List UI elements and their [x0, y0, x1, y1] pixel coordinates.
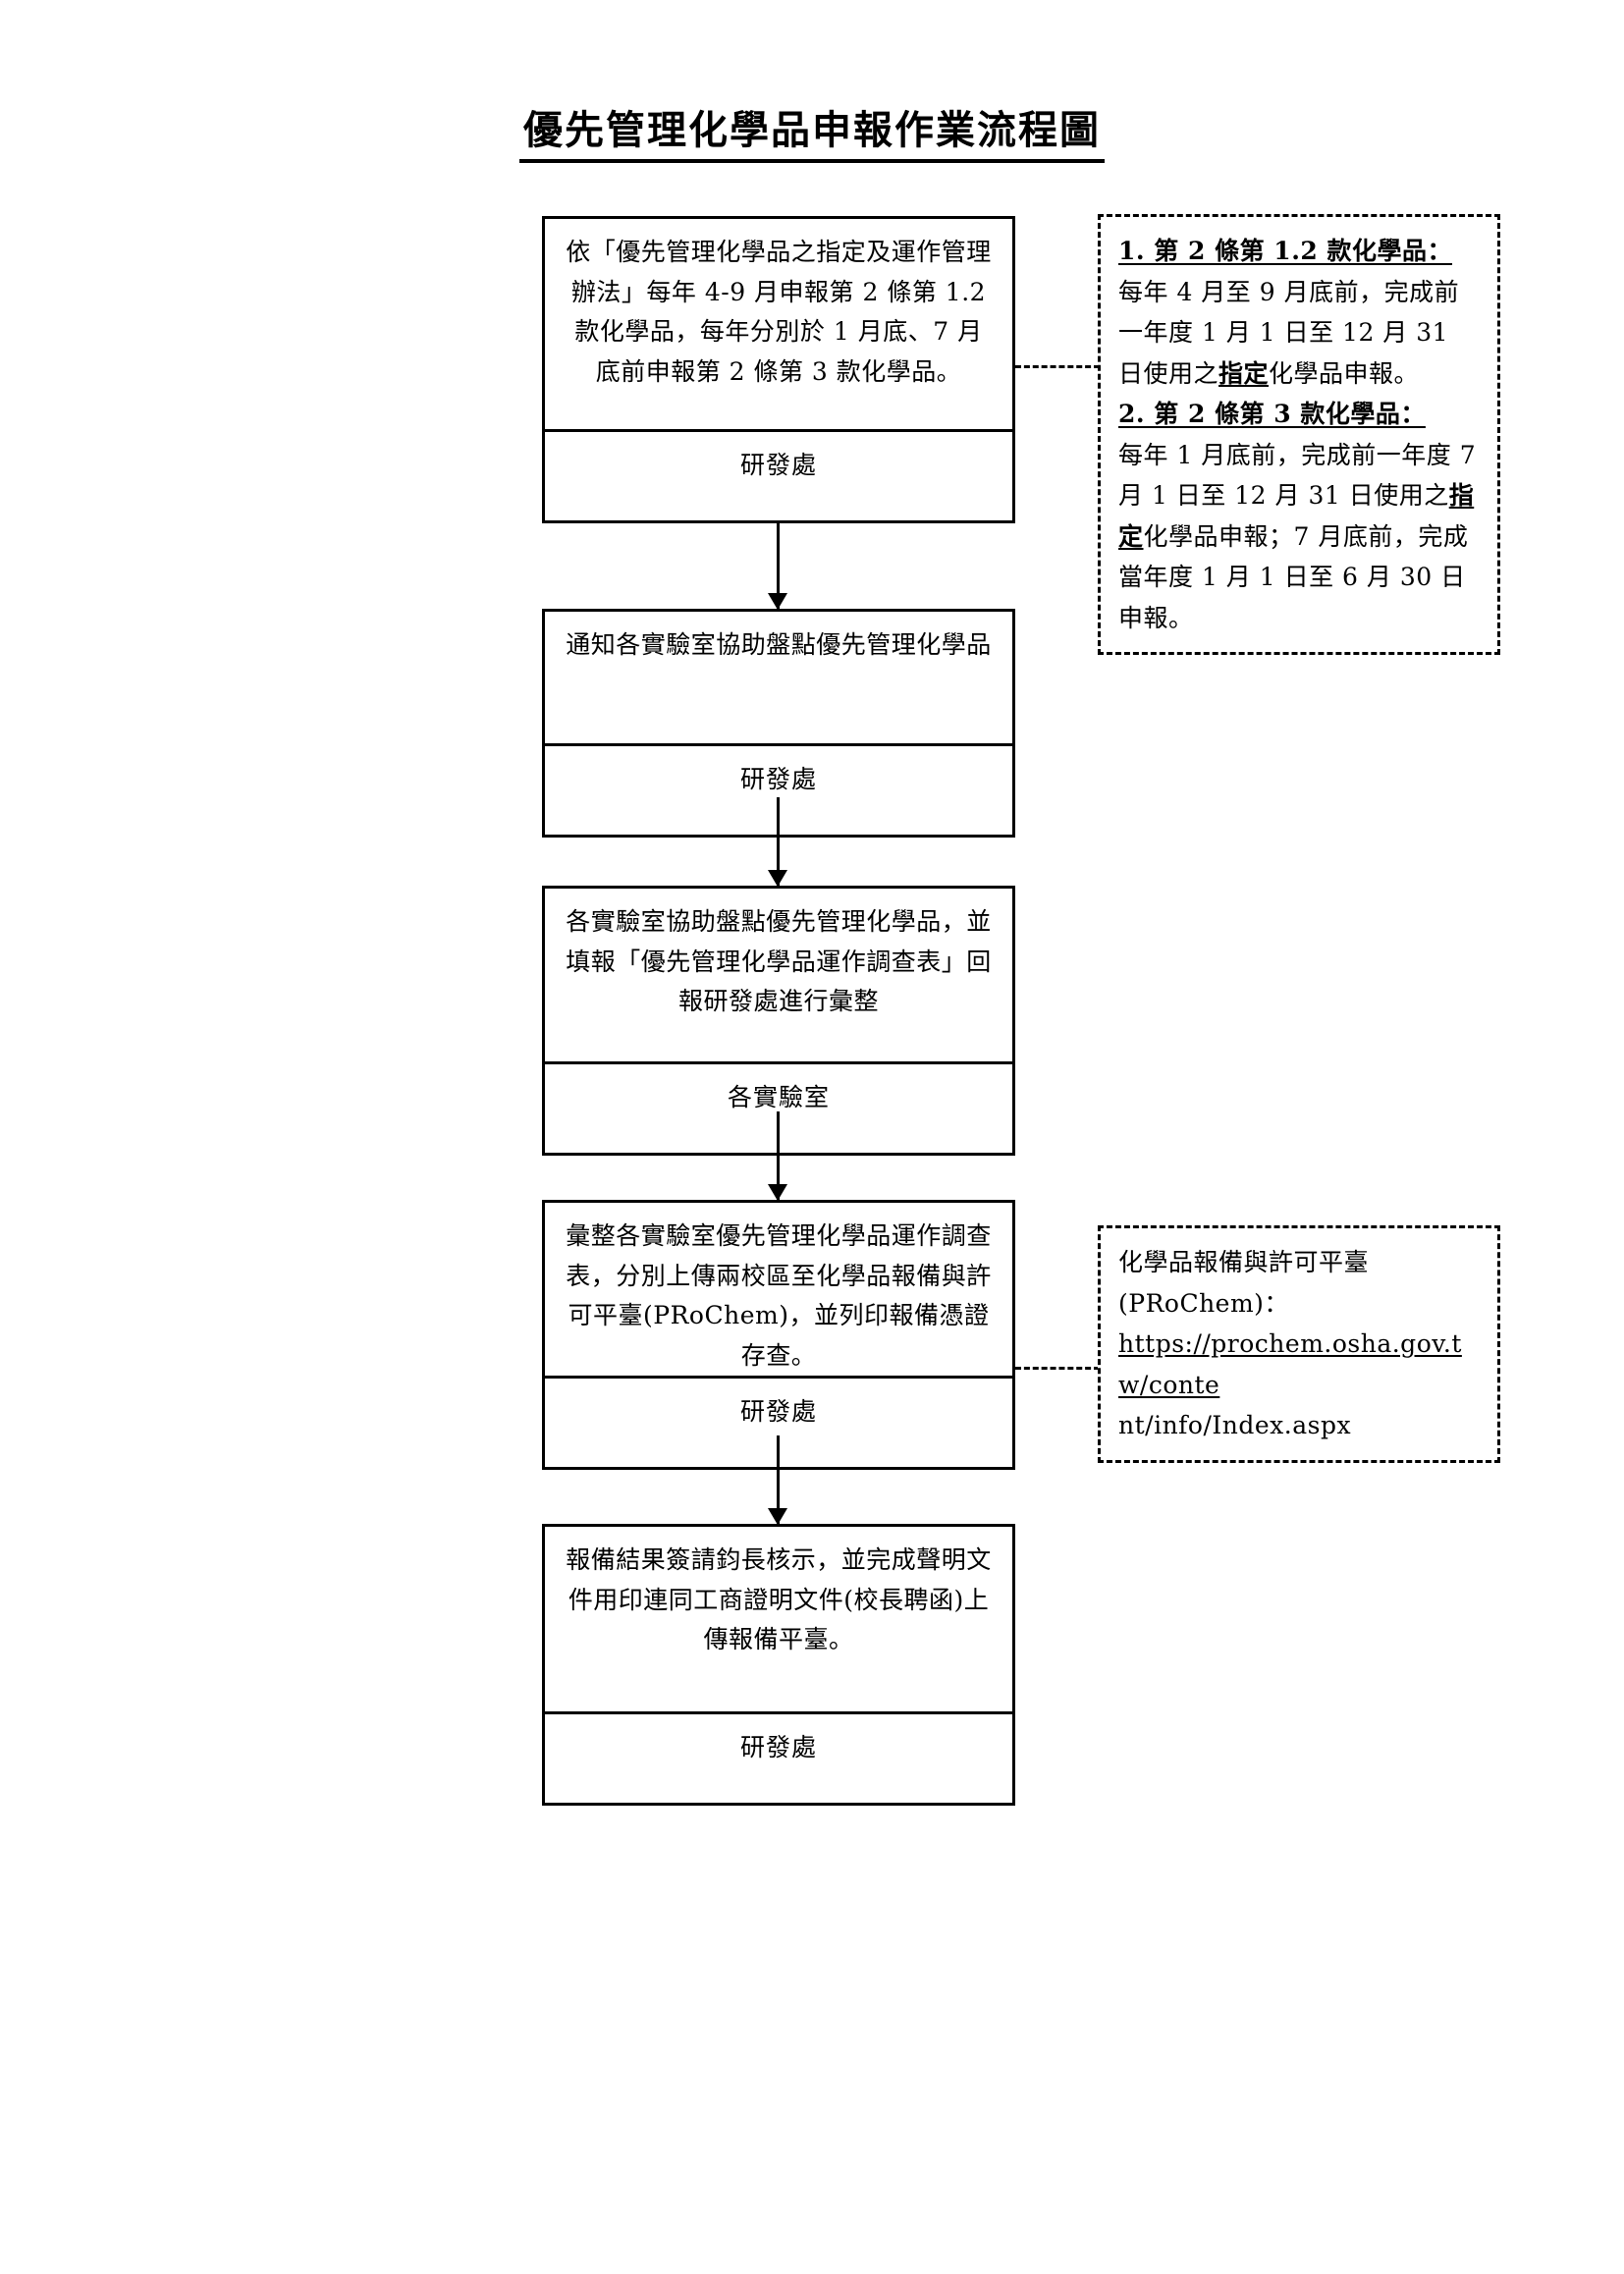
deadline-note-item1-text-a: 每年 4 月至 9 月底前，完成前一年度 1 月 1 日至 12 月 31 日使…	[1118, 277, 1460, 388]
deadline-note-item1-heading: 1. 第 2 條第 1.2 款化學品：	[1118, 237, 1453, 265]
flow-node-4-role: 研發處	[545, 1376, 1012, 1467]
deadline-note-item2-heading: 2. 第 2 條第 3 款化學品：	[1118, 400, 1426, 428]
deadline-note-item2-emphasis: 指定	[1118, 481, 1475, 551]
platform-note-label: 化學品報備與許可平臺	[1118, 1248, 1370, 1276]
flow-node-2-body: 通知各實驗室協助盤點優先管理化學品	[566, 630, 992, 659]
note-connector-1	[1015, 365, 1100, 368]
flow-node-5-body: 報備結果簽請鈞長核示，並完成聲明文件用印連同工商證明文件(校長聘函)上傳報備平臺…	[566, 1545, 992, 1653]
flow-node-5-role: 研發處	[545, 1711, 1012, 1803]
flow-node-2-role: 研發處	[545, 743, 1012, 835]
page-title: 優先管理化學品申報作業流程圖	[0, 106, 1624, 163]
arrow-head-icon	[768, 593, 787, 610]
flow-node-4: 彙整各實驗室優先管理化學品運作調查表，分別上傳兩校區至化學品報備與許可平臺(PR…	[542, 1200, 1015, 1470]
deadline-note-box: 1. 第 2 條第 1.2 款化學品： 每年 4 月至 9 月底前，完成前一年度…	[1098, 214, 1500, 655]
flow-arrow-4	[768, 1435, 787, 1525]
arrow-head-icon	[768, 1508, 787, 1525]
deadline-note-item1-emphasis: 指定	[1218, 358, 1270, 388]
flow-arrow-3	[768, 1111, 787, 1201]
flow-arrow-1	[768, 520, 787, 610]
note-connector-2	[1015, 1367, 1100, 1370]
platform-note-label-2: (PRoChem)：	[1118, 1288, 1289, 1318]
deadline-note-item2-text-b: 化學品申報；7 月底前，完成當年度 1 月 1 日至 6 月 30 日申報。	[1118, 521, 1469, 632]
flow-arrow-2	[768, 797, 787, 887]
arrow-head-icon	[768, 870, 787, 887]
flow-node-4-body: 彙整各實驗室優先管理化學品運作調查表，分別上傳兩校區至化學品報備與許可平臺(PR…	[566, 1221, 992, 1370]
flow-node-1-role: 研發處	[545, 429, 1012, 520]
flow-node-1: 依「優先管理化學品之指定及運作管理辦法」每年 4-9 月申報第 2 條第 1.2…	[542, 216, 1015, 523]
flow-node-5: 報備結果簽請鈞長核示，並完成聲明文件用印連同工商證明文件(校長聘函)上傳報備平臺…	[542, 1524, 1015, 1806]
flow-node-3-role: 各實驗室	[545, 1061, 1012, 1153]
flow-node-1-body: 依「優先管理化學品之指定及運作管理辦法」每年 4-9 月申報第 2 條第 1.2…	[566, 238, 992, 386]
flow-node-3: 各實驗室協助盤點優先管理化學品，並填報「優先管理化學品運作調查表」回報研發處進行…	[542, 886, 1015, 1156]
flow-node-3-body: 各實驗室協助盤點優先管理化學品，並填報「優先管理化學品運作調查表」回報研發處進行…	[566, 907, 992, 1015]
prochem-url-tail[interactable]: nt/info/Index.aspx	[1118, 1411, 1352, 1439]
arrow-head-icon	[768, 1184, 787, 1201]
deadline-note-item2-text-a: 每年 1 月底前，完成前一年度 7 月 1 日至 12 月 31 日使用之	[1118, 440, 1477, 511]
deadline-note-item1-text-b: 化學品申報。	[1269, 358, 1420, 388]
page-title-text: 優先管理化學品申報作業流程圖	[519, 106, 1105, 163]
prochem-url-link[interactable]: https://prochem.osha.gov.tw/conte	[1118, 1329, 1462, 1399]
platform-note-box: 化學品報備與許可平臺 (PRoChem)： https://prochem.os…	[1098, 1225, 1500, 1463]
